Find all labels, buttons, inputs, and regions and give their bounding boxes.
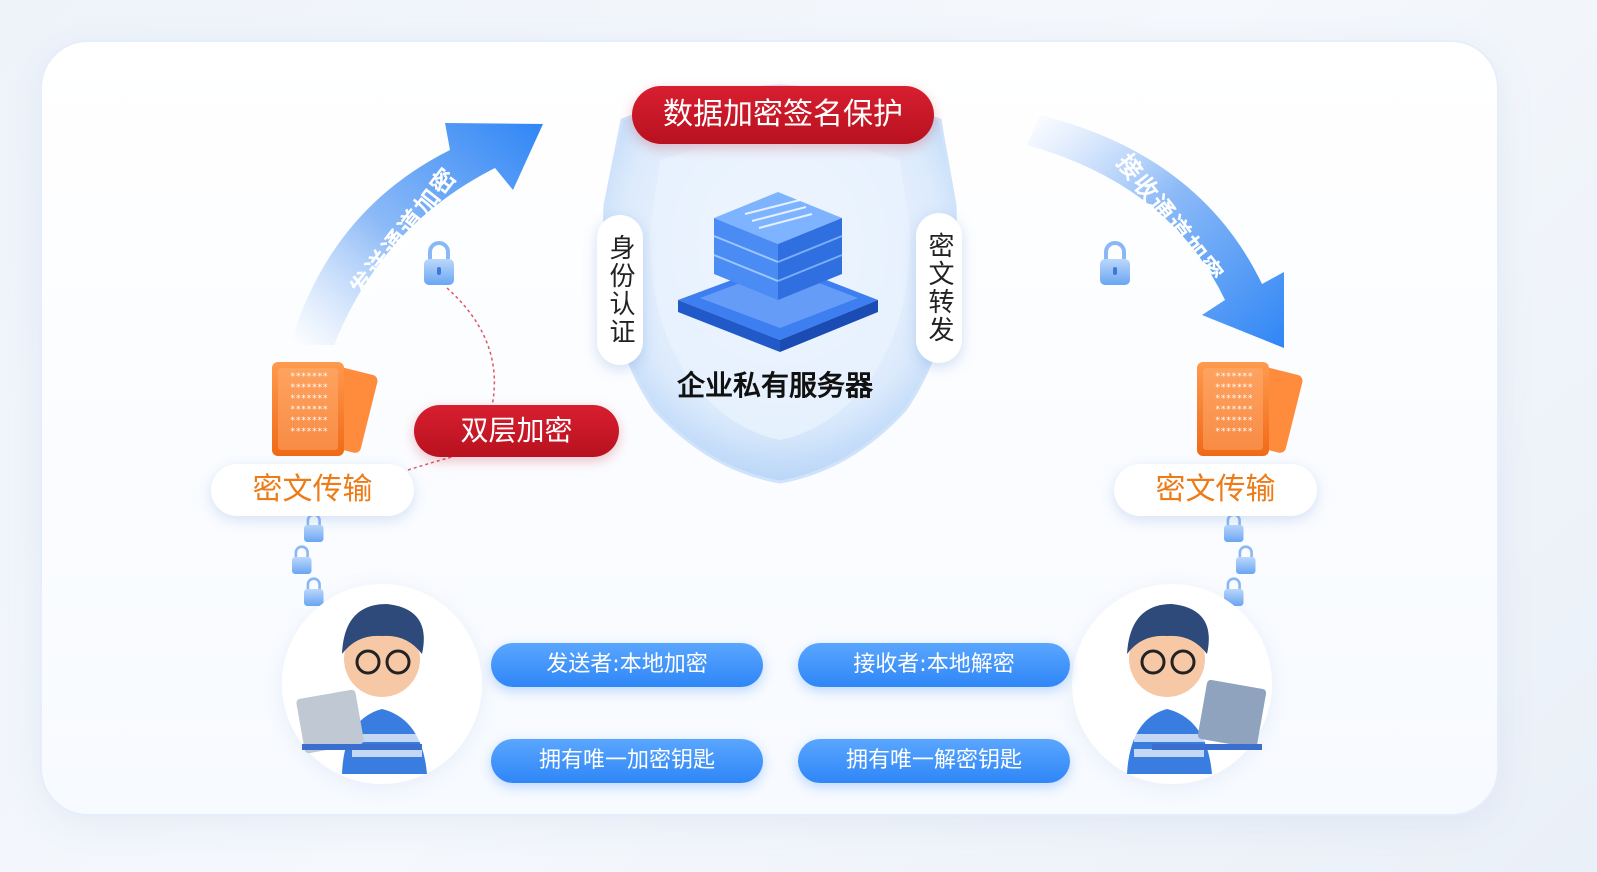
sender-key-pill: 拥有唯一加密钥匙 bbox=[491, 739, 763, 783]
lock-icon bbox=[424, 241, 454, 285]
lock-icon bbox=[304, 577, 324, 606]
double-encryption-pill: 双层加密 bbox=[414, 405, 619, 457]
receiver-avatar bbox=[1072, 584, 1272, 784]
server-icon bbox=[678, 192, 878, 352]
identity-auth-pill: 身份认证 bbox=[597, 215, 643, 365]
document-mask-text: ******* ******* ******* ******* ******* … bbox=[1205, 372, 1263, 438]
mask-line: ******* bbox=[1215, 394, 1253, 404]
mask-line: ******* bbox=[290, 372, 328, 382]
person-illustration bbox=[296, 604, 427, 774]
dashed-connector-lower bbox=[407, 456, 453, 471]
send-arrow bbox=[290, 123, 543, 345]
mask-line: ******* bbox=[1215, 427, 1253, 437]
receive-arrow bbox=[1027, 115, 1284, 348]
mask-line: ******* bbox=[1215, 372, 1253, 382]
lock-icon bbox=[292, 545, 312, 574]
lock-icon bbox=[1224, 513, 1244, 542]
encrypted-document-icon bbox=[1197, 362, 1303, 456]
mask-line: ******* bbox=[290, 383, 328, 393]
document-mask-text: ******* ******* ******* ******* ******* … bbox=[280, 372, 338, 438]
person-illustration bbox=[1127, 604, 1267, 774]
mask-line: ******* bbox=[290, 427, 328, 437]
ciphertext-forward-pill: 密文转发 bbox=[916, 213, 962, 363]
mask-line: ******* bbox=[1215, 416, 1253, 426]
lock-icon bbox=[1236, 545, 1256, 574]
title-pill: 数据加密签名保护 bbox=[632, 86, 934, 144]
encrypted-document-icon bbox=[272, 362, 378, 456]
dashed-connector bbox=[446, 287, 496, 407]
mask-line: ******* bbox=[290, 405, 328, 415]
receiver-key-pill: 拥有唯一解密钥匙 bbox=[798, 739, 1070, 783]
mask-line: ******* bbox=[290, 416, 328, 426]
sender-avatar bbox=[282, 584, 482, 784]
mask-line: ******* bbox=[290, 394, 328, 404]
server-label: 企业私有服务器 bbox=[676, 369, 873, 402]
sender-action-pill: 发送者:本地加密 bbox=[491, 643, 763, 687]
receiver-transfer-pill: 密文传输 bbox=[1114, 464, 1317, 516]
receiver-action-pill: 接收者:本地解密 bbox=[798, 643, 1070, 687]
lock-icon bbox=[1100, 241, 1130, 285]
mask-line: ******* bbox=[1215, 405, 1253, 415]
lock-icon bbox=[304, 513, 324, 542]
sender-transfer-pill: 密文传输 bbox=[211, 464, 414, 516]
mask-line: ******* bbox=[1215, 383, 1253, 393]
